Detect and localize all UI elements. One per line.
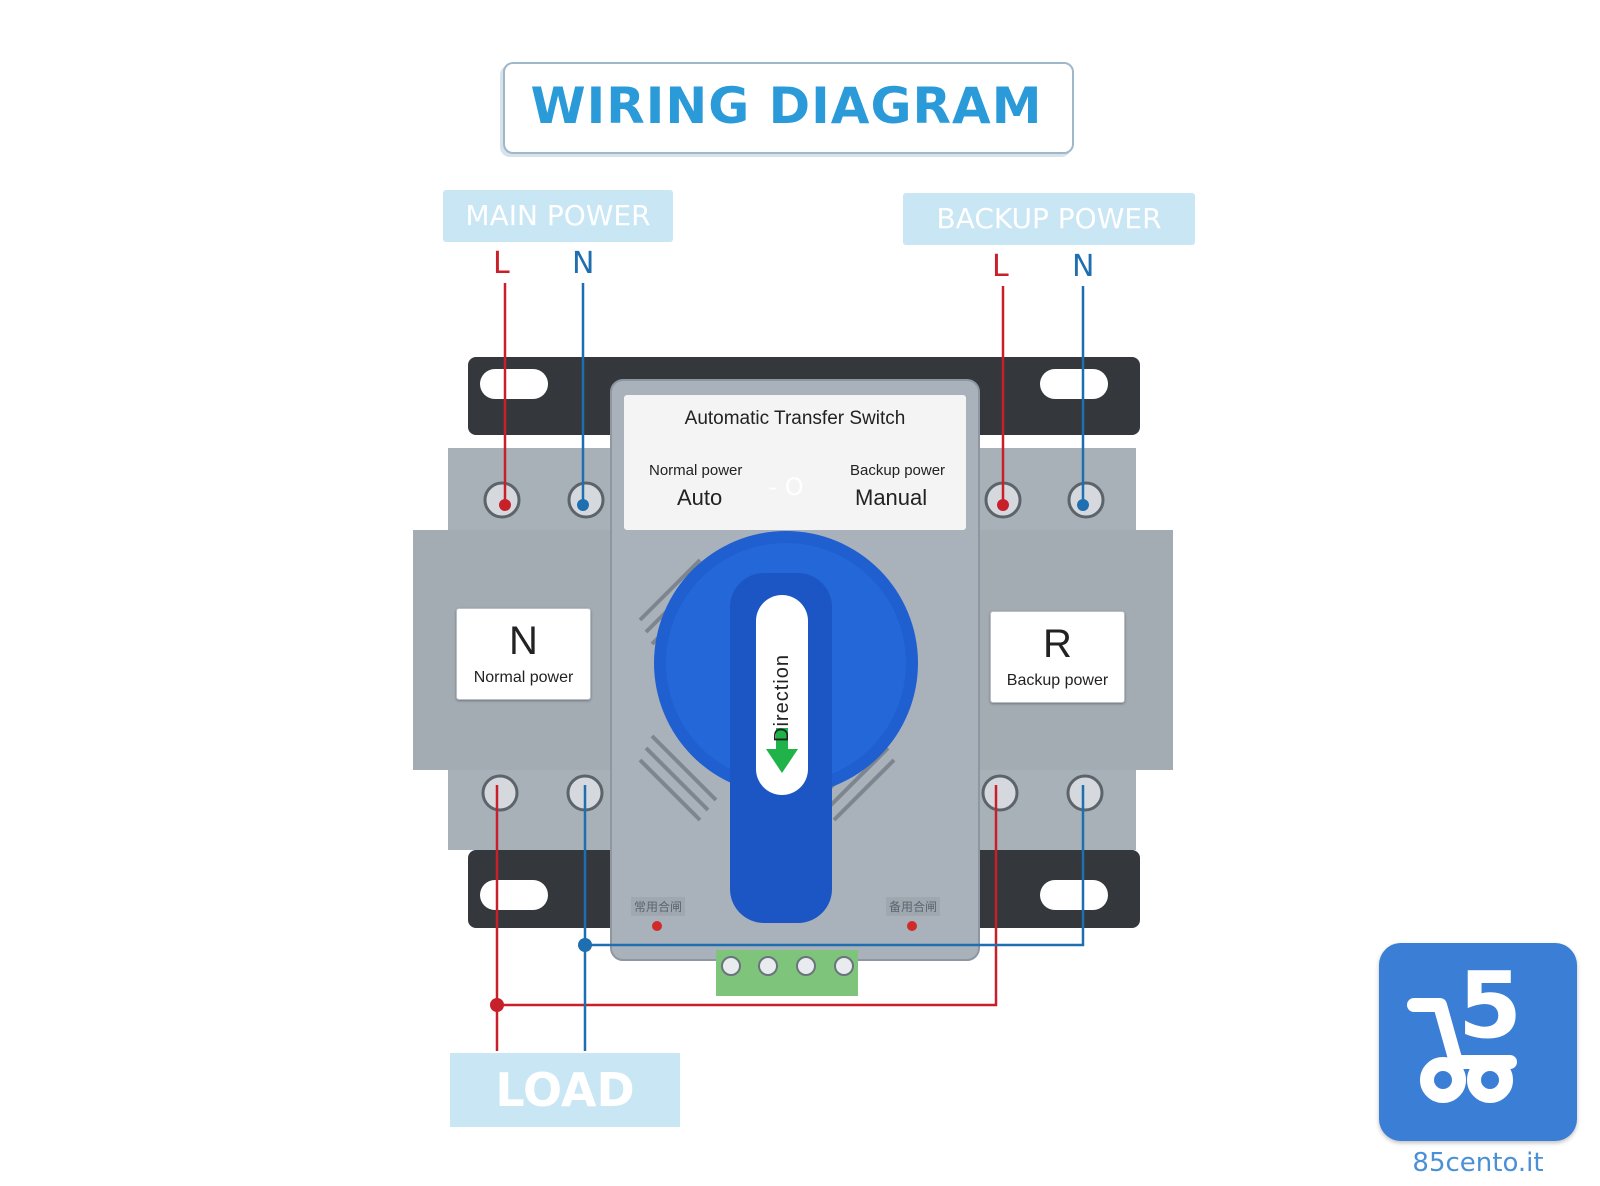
main-line-label: L xyxy=(493,246,510,281)
diagram-title: WIRING DIAGRAM xyxy=(530,77,1043,135)
mount-hole-bl xyxy=(480,880,548,910)
normal-power-plate: N Normal power xyxy=(456,608,591,700)
backup-neutral-label: N xyxy=(1072,249,1095,284)
backup-line-label: L xyxy=(992,249,1009,284)
direction-label: Direction xyxy=(771,654,793,742)
normal-close-label: 常用合闸 xyxy=(631,897,686,916)
normal-plate-caption: Normal power xyxy=(473,669,574,686)
direction-arrow xyxy=(766,728,798,773)
normal-power-caption: Normal power xyxy=(649,462,743,479)
blue-junction xyxy=(578,938,592,952)
auto-mode-label: Auto xyxy=(677,485,723,510)
normal-plate-letter: N xyxy=(509,619,538,663)
red-junction xyxy=(490,998,504,1012)
led-bottom-left xyxy=(652,921,662,931)
mount-hole-br xyxy=(1040,880,1108,910)
ats-title: Automatic Transfer Switch xyxy=(684,408,906,429)
control-terminal-block xyxy=(716,950,858,996)
ats-front-panel xyxy=(624,395,966,530)
logo-digit: 5 xyxy=(1458,952,1523,1059)
backup-plate-letter: R xyxy=(1043,622,1072,666)
main-power-label: MAIN POWER xyxy=(443,190,673,242)
load-label: LOAD xyxy=(450,1053,680,1127)
logo-tile[interactable] xyxy=(1379,943,1577,1141)
manual-mode-label: Manual xyxy=(855,485,928,510)
backup-close-label: 备用合闸 xyxy=(886,897,941,916)
led-bottom-right xyxy=(907,921,917,931)
backup-plate-caption: Backup power xyxy=(1006,672,1109,689)
mount-hole-tr xyxy=(1040,369,1108,399)
backup-power-caption: Backup power xyxy=(850,462,946,479)
logo-cart-icon xyxy=(1407,998,1517,1103)
rocker-label[interactable]: - O xyxy=(768,473,804,501)
main-neutral-label: N xyxy=(572,246,595,281)
backup-power-label: BACKUP POWER xyxy=(903,193,1195,245)
mount-hole-tl xyxy=(480,369,548,399)
title-frame xyxy=(503,62,1074,154)
blue-wires xyxy=(581,283,1085,1051)
logo-caption[interactable]: 85cento.it xyxy=(1412,1148,1544,1178)
backup-power-plate: R Backup power xyxy=(990,611,1125,703)
